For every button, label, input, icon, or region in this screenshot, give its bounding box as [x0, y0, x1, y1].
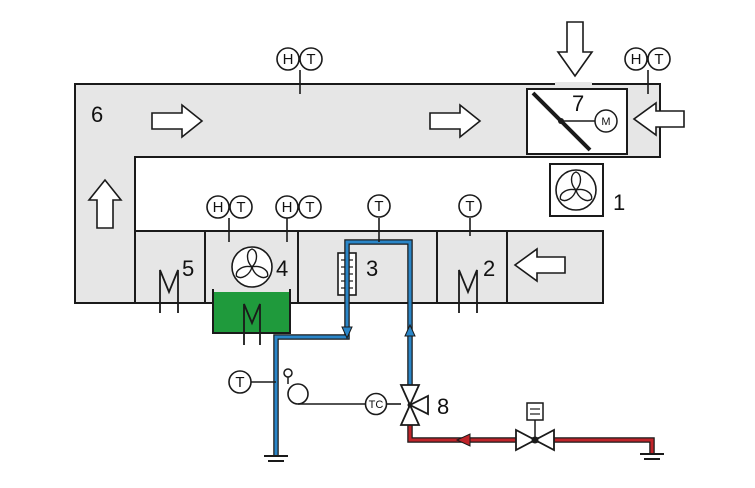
capillary-coil	[287, 383, 309, 405]
label-7: 7	[572, 91, 584, 116]
arrow-icon	[455, 433, 471, 447]
tank-outline	[212, 289, 291, 334]
svg-text:T: T	[374, 198, 383, 215]
arrow-icon	[556, 21, 594, 78]
tc-sensor: TC	[364, 392, 388, 416]
motor-icon: M	[594, 109, 618, 133]
ht-sensor: H T	[275, 195, 322, 242]
svg-text:H: H	[213, 199, 224, 216]
svg-text:T: T	[305, 199, 314, 216]
solenoid-icon	[526, 402, 544, 421]
t-sensor: T	[228, 370, 252, 394]
label-1: 1	[613, 190, 625, 215]
heater-unit-5: 5	[159, 256, 194, 313]
heater-icon	[159, 269, 179, 313]
pipes	[264, 239, 664, 462]
arrow-icon	[429, 103, 482, 139]
ht-sensor: H T	[206, 195, 253, 242]
fan-icon	[231, 246, 273, 288]
flow-arrows	[87, 21, 685, 283]
ht-sensor: H T	[276, 47, 323, 94]
ground-icon	[640, 453, 664, 460]
valve-icon	[407, 394, 429, 416]
fan-icon	[555, 169, 597, 211]
label-6: 6	[91, 102, 103, 127]
svg-text:H: H	[282, 199, 293, 216]
label-5: 5	[182, 256, 194, 281]
ht-sensor: H T	[624, 47, 671, 94]
arrow-icon	[632, 101, 685, 137]
heater-icon	[458, 269, 478, 313]
t-sensor: T	[458, 194, 482, 236]
svg-text:H: H	[631, 51, 642, 68]
label-2: 2	[483, 256, 495, 281]
svg-text:T: T	[654, 51, 663, 68]
label-8: 8	[437, 394, 449, 419]
damper-unit: M 7	[526, 88, 628, 155]
valve-icon	[399, 402, 421, 426]
fan-unit: 1	[549, 163, 625, 217]
label-3: 3	[366, 256, 378, 281]
three-way-valve: 8	[399, 384, 449, 426]
ground-icon	[264, 455, 288, 462]
water-tank	[213, 292, 290, 333]
controller: TC T	[228, 368, 401, 416]
arrow-icon	[151, 103, 204, 139]
svg-text:T: T	[236, 199, 245, 216]
arrow-icon	[513, 247, 566, 283]
valve-icon	[533, 428, 555, 452]
svg-text:TC: TC	[369, 399, 384, 411]
valve-icon	[515, 428, 537, 452]
svg-text:H: H	[283, 51, 294, 68]
solenoid-valve	[515, 402, 555, 452]
svg-text:M: M	[601, 116, 610, 128]
svg-text:T: T	[235, 374, 244, 391]
t-sensor: T	[367, 194, 391, 242]
label-4: 4	[276, 256, 288, 281]
svg-text:T: T	[306, 51, 315, 68]
arrow-icon	[341, 326, 353, 340]
arrow-icon	[404, 323, 416, 337]
heater-icon	[243, 303, 261, 345]
arrow-icon	[87, 178, 123, 229]
valve-icon	[399, 384, 421, 408]
heater-unit-2: 2	[458, 256, 495, 313]
svg-text:T: T	[465, 198, 474, 215]
humidifier-unit: 4	[212, 246, 291, 345]
